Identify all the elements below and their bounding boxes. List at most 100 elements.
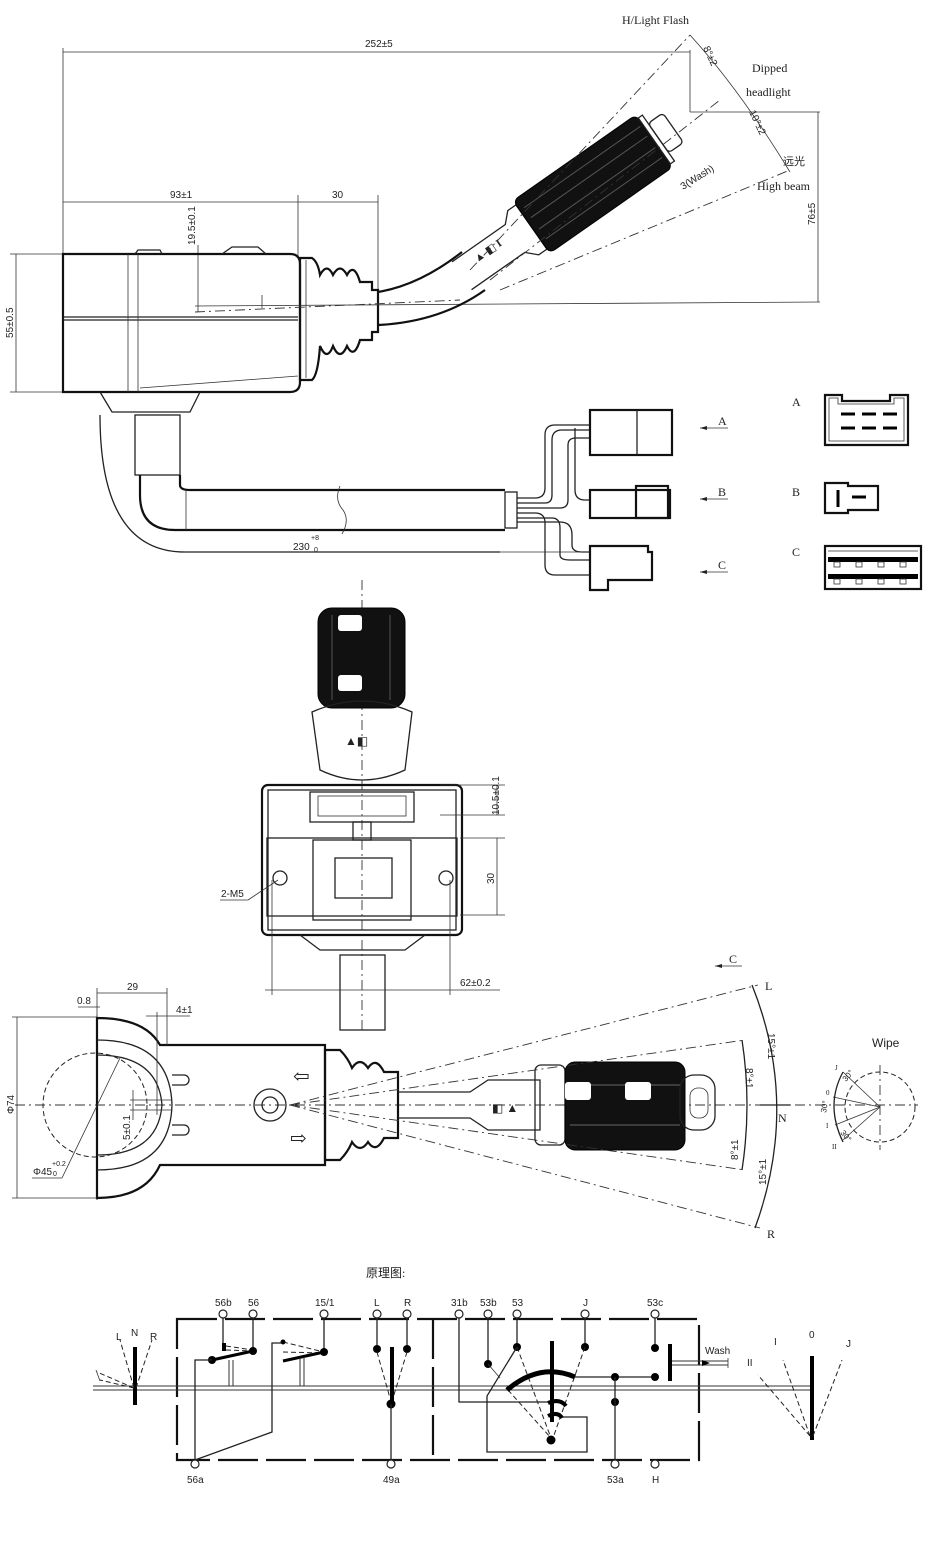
top-end-cap [679,1074,716,1131]
position-n: N [778,1111,787,1125]
wipe-position-i: I [826,1122,829,1130]
dim-housing-length: 93±1 [170,190,193,201]
headlight-switch [194,1318,328,1461]
connector-c-side [588,544,654,592]
terminal-label: 56a [187,1475,204,1486]
thread-callout: 2-M5 [221,889,244,900]
lever-angle-lines [469,34,820,302]
wipe-angle-2: 30° [819,1100,830,1113]
label-headlight: headlight [746,85,791,99]
lever-pos-n: N [131,1328,138,1339]
arrow-left-icon: ⇦ [293,1066,310,1088]
cable-assembly: 230 +8 0 [99,391,590,576]
top-view: ⇦ ⇨ ◧ ▲ L N R 15°±1 8°±1 8°±1 15°±1 C Wi… [6,952,918,1241]
arrow-label-a: A [718,414,727,428]
angle-inner-right: 8°±1 [730,1139,741,1160]
connector-a-side [588,408,674,457]
wipe-position-j: J [835,1064,838,1072]
terminal-label: 53c [647,1298,663,1309]
top-terminals: 56b 56 15/1 L R 31b 53b 53 J 53c [215,1298,663,1319]
connector-label-b: B [792,485,800,499]
wipe-diagram: Wipe J 0 I II 30° 30° 30° [819,1036,916,1151]
bottom-terminals: 56a 49a 53a H [187,1459,660,1486]
terminal-49a: 49a [383,1459,400,1486]
terminal-l: L [372,1298,382,1319]
top-boot [323,1048,400,1162]
terminal-53b: 53b [480,1298,497,1319]
bore-circle [42,1052,148,1158]
connector-face-a: A [792,393,910,447]
dim-cable-tol-lower: 0 [314,547,318,554]
angle-inner-left: 8°±1 [743,1068,754,1089]
dim-diameter: Φ74 [6,1094,17,1114]
wipe-angle-3: 30° [838,1129,853,1144]
end-cap-button [649,113,683,152]
arrow-right-icon: ⇨ [290,1128,307,1150]
wipe-position-ii: II [832,1143,837,1151]
indicator-switch [373,1318,411,1460]
wipe-title: Wipe [872,1036,900,1050]
center-line [194,299,461,313]
terminal-53a: 53a [607,1459,624,1486]
terminal-label: 53 [512,1298,524,1309]
terminal-53c: 53c [647,1298,663,1319]
terminal-h: H [650,1459,660,1486]
schematic: 原理图: 56b 56 15/1 L R 31b 53b 53 J 53c 56… [93,1266,851,1486]
dim-axis-offset: 19.5±0.1 [187,206,198,245]
connector-face-c: C [792,544,923,591]
terminal-31b: 31b [451,1298,468,1319]
terminal-label: 53a [607,1475,624,1486]
dim-flash-angle: 8°±2 [700,45,719,69]
front-collar-symbols: ▲◧ [345,734,368,748]
label-high-beam-cn: 远光 [783,154,805,168]
terminal-label: H [652,1475,659,1486]
dim-wall: 0.8 [77,996,91,1007]
terminal-label: 53b [480,1298,497,1309]
dimension-height: 55±0.5 19.5±0.1 [5,206,199,393]
position-r: R [767,1227,775,1241]
terminal-label: 31b [451,1298,468,1309]
terminal-label: J [583,1298,588,1309]
top-collar-symbols: ◧ ▲ [492,1101,518,1115]
wiper-pos-ii: II [747,1358,753,1369]
dim-lever-height: 76±5 [807,202,818,225]
wiper-lever-symbol: II I 0 J [747,1330,851,1440]
schematic-title: 原理图: [366,1266,405,1280]
terminal-label: 49a [383,1475,400,1486]
dim-dipped-angle: 10°±2 [746,109,767,138]
terminal-label: 15/1 [315,1298,335,1309]
dim-bore-tol-upper: +0.2 [52,1161,66,1168]
wiper-pos-j: J [846,1339,851,1350]
lever-knob: ▲ ◧ I [451,113,683,291]
arrow-label-b: B [718,485,726,499]
connector-face-b: B [792,481,880,515]
view-arrows: A B C [700,414,728,574]
dim-slot: 5±0.1 [122,1115,133,1140]
angle-outer-left: 15°±1 [765,1033,776,1060]
dim-front-top: 10.5±0.1 [491,776,502,815]
front-dimensions: 10.5±0.1 30 62±0.2 2-M5 [220,776,505,995]
view-arrow-c: C [729,952,737,966]
terminal-label: R [404,1298,411,1309]
screw-hole-left [272,870,288,886]
wiper-contact-arc [505,1369,576,1392]
wiper-pos-0: 0 [809,1330,815,1341]
wiper-switch: Wash [458,1318,730,1460]
switch-housing [61,246,302,394]
terminal-56a: 56a [187,1459,204,1486]
dim-cable-length: 230 [293,542,310,553]
terminal-r: R [402,1298,412,1319]
dim-cable-tol-upper: +8 [311,535,319,542]
label-high-beam: High beam [757,179,811,193]
dim-boot-length: 30 [332,190,344,201]
dim-overall-length: 252±5 [365,39,393,50]
label-dipped: Dipped [752,61,787,75]
wiper-pos-i: I [774,1337,777,1348]
wash-label: Wash [705,1346,730,1357]
rubber-boot [298,256,380,382]
dim-offset: 4±1 [176,1005,193,1016]
dim-wash-travel: 3(Wash) [679,163,717,192]
dim-bore-tol-lower: 0 [53,1171,57,1178]
